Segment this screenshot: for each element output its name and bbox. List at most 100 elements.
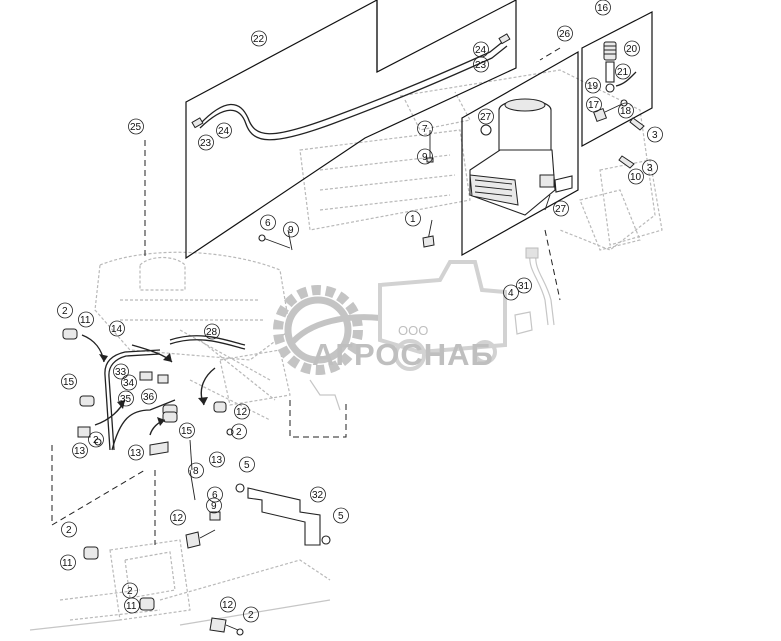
callout-ring — [615, 63, 631, 80]
callout-ring — [553, 200, 569, 217]
callout: 3 — [652, 130, 658, 141]
callout: 9 — [211, 501, 217, 512]
callout: 11 — [126, 601, 137, 612]
assembly-arrows — [81, 334, 216, 436]
callout-ring — [128, 444, 144, 461]
callout: 35 — [120, 394, 132, 405]
callout-ring — [283, 221, 299, 238]
callout: 19 — [587, 81, 599, 92]
callout-ring — [57, 302, 73, 319]
callout: 20 — [626, 44, 638, 55]
callout-ring — [216, 122, 232, 139]
callout-ring — [113, 363, 129, 380]
callout: 27 — [480, 112, 492, 123]
callout-ring — [179, 422, 195, 439]
hose-31 — [309, 247, 555, 411]
callout-ring — [618, 102, 634, 119]
callout-ring — [109, 320, 125, 337]
callout-ring — [61, 373, 77, 390]
callout: 5 — [244, 460, 250, 471]
callout-ring — [647, 126, 663, 143]
callout: 15 — [181, 426, 193, 437]
air-dryer-assembly — [469, 98, 573, 216]
callout: 13 — [211, 455, 223, 466]
watermark-gear-icon — [273, 285, 363, 375]
callout-ring — [586, 96, 602, 113]
callout: 23 — [475, 60, 487, 71]
callout: 4 — [508, 288, 514, 299]
callout-ring — [473, 56, 489, 73]
callout: 34 — [123, 378, 135, 389]
right-hardware — [258, 117, 645, 251]
callout: 22 — [253, 34, 265, 45]
callout: 11 — [62, 558, 73, 569]
callout-ring — [503, 284, 519, 301]
callout: 2 — [66, 525, 72, 536]
callout-ring — [251, 30, 267, 47]
callout-ring — [128, 118, 144, 135]
callout-ring — [595, 0, 611, 16]
callout-ring — [516, 277, 532, 294]
callout: 2 — [62, 306, 68, 317]
callout-ring — [206, 497, 222, 514]
callout-ring — [61, 521, 77, 538]
callout: 21 — [617, 67, 629, 78]
callout: 6 — [212, 490, 218, 501]
callout-ring — [624, 40, 640, 57]
callout: 2 — [236, 427, 242, 438]
frame-22 — [185, 0, 517, 260]
callout-rings — [57, 0, 663, 623]
callout: 16 — [597, 3, 609, 14]
callout: 14 — [111, 324, 123, 335]
callout-ring — [557, 25, 573, 42]
callout-ring — [78, 311, 94, 328]
callout-ring — [124, 597, 140, 614]
callout-ring — [188, 462, 204, 479]
callout-ring — [234, 403, 250, 420]
callout-ring — [207, 486, 223, 503]
callout-ring — [478, 108, 494, 125]
callout: 23 — [200, 138, 212, 149]
callout-ring — [60, 554, 76, 571]
callout-ring — [118, 390, 134, 407]
callout: 2 — [248, 610, 254, 621]
frame-16 — [581, 11, 653, 148]
callout-ring — [405, 210, 421, 227]
callout: 12 — [222, 600, 234, 611]
callout: 1 — [410, 214, 416, 225]
watermark-logo: ООО АГРОСНАБ — [273, 260, 507, 375]
callout-ring — [204, 323, 220, 340]
callout: 3 — [647, 163, 653, 174]
callout: 33 — [115, 367, 127, 378]
callout: 5 — [338, 511, 344, 522]
watermark-prefix: ООО — [398, 323, 428, 338]
callout: 9 — [422, 152, 428, 163]
callout-ring — [198, 134, 214, 151]
callout: 13 — [130, 448, 142, 459]
detail-frames — [51, 0, 653, 545]
bracket-32 — [83, 439, 331, 636]
callout: 2 — [127, 586, 133, 597]
callout: 25 — [130, 122, 142, 133]
callout: 26 — [559, 29, 571, 40]
callout-ring — [220, 596, 236, 613]
callout: 28 — [206, 327, 218, 338]
callout: 27 — [555, 204, 567, 215]
callout-ring — [239, 456, 255, 473]
callout-ring — [209, 451, 225, 468]
callout: 24 — [218, 126, 230, 137]
callout: 6 — [265, 218, 271, 229]
callout-ring — [170, 509, 186, 526]
callout-ring — [417, 148, 433, 165]
callout-ring — [243, 606, 259, 623]
callout-ring — [121, 374, 137, 391]
callout-ring — [88, 431, 104, 448]
callout: 17 — [588, 100, 600, 111]
callout: 12 — [172, 513, 184, 524]
callout: 13 — [74, 446, 86, 457]
callout-ring — [260, 214, 276, 231]
ghost-machine-outline — [29, 69, 663, 631]
frame-26 — [461, 50, 579, 257]
callout-ring — [417, 120, 433, 137]
